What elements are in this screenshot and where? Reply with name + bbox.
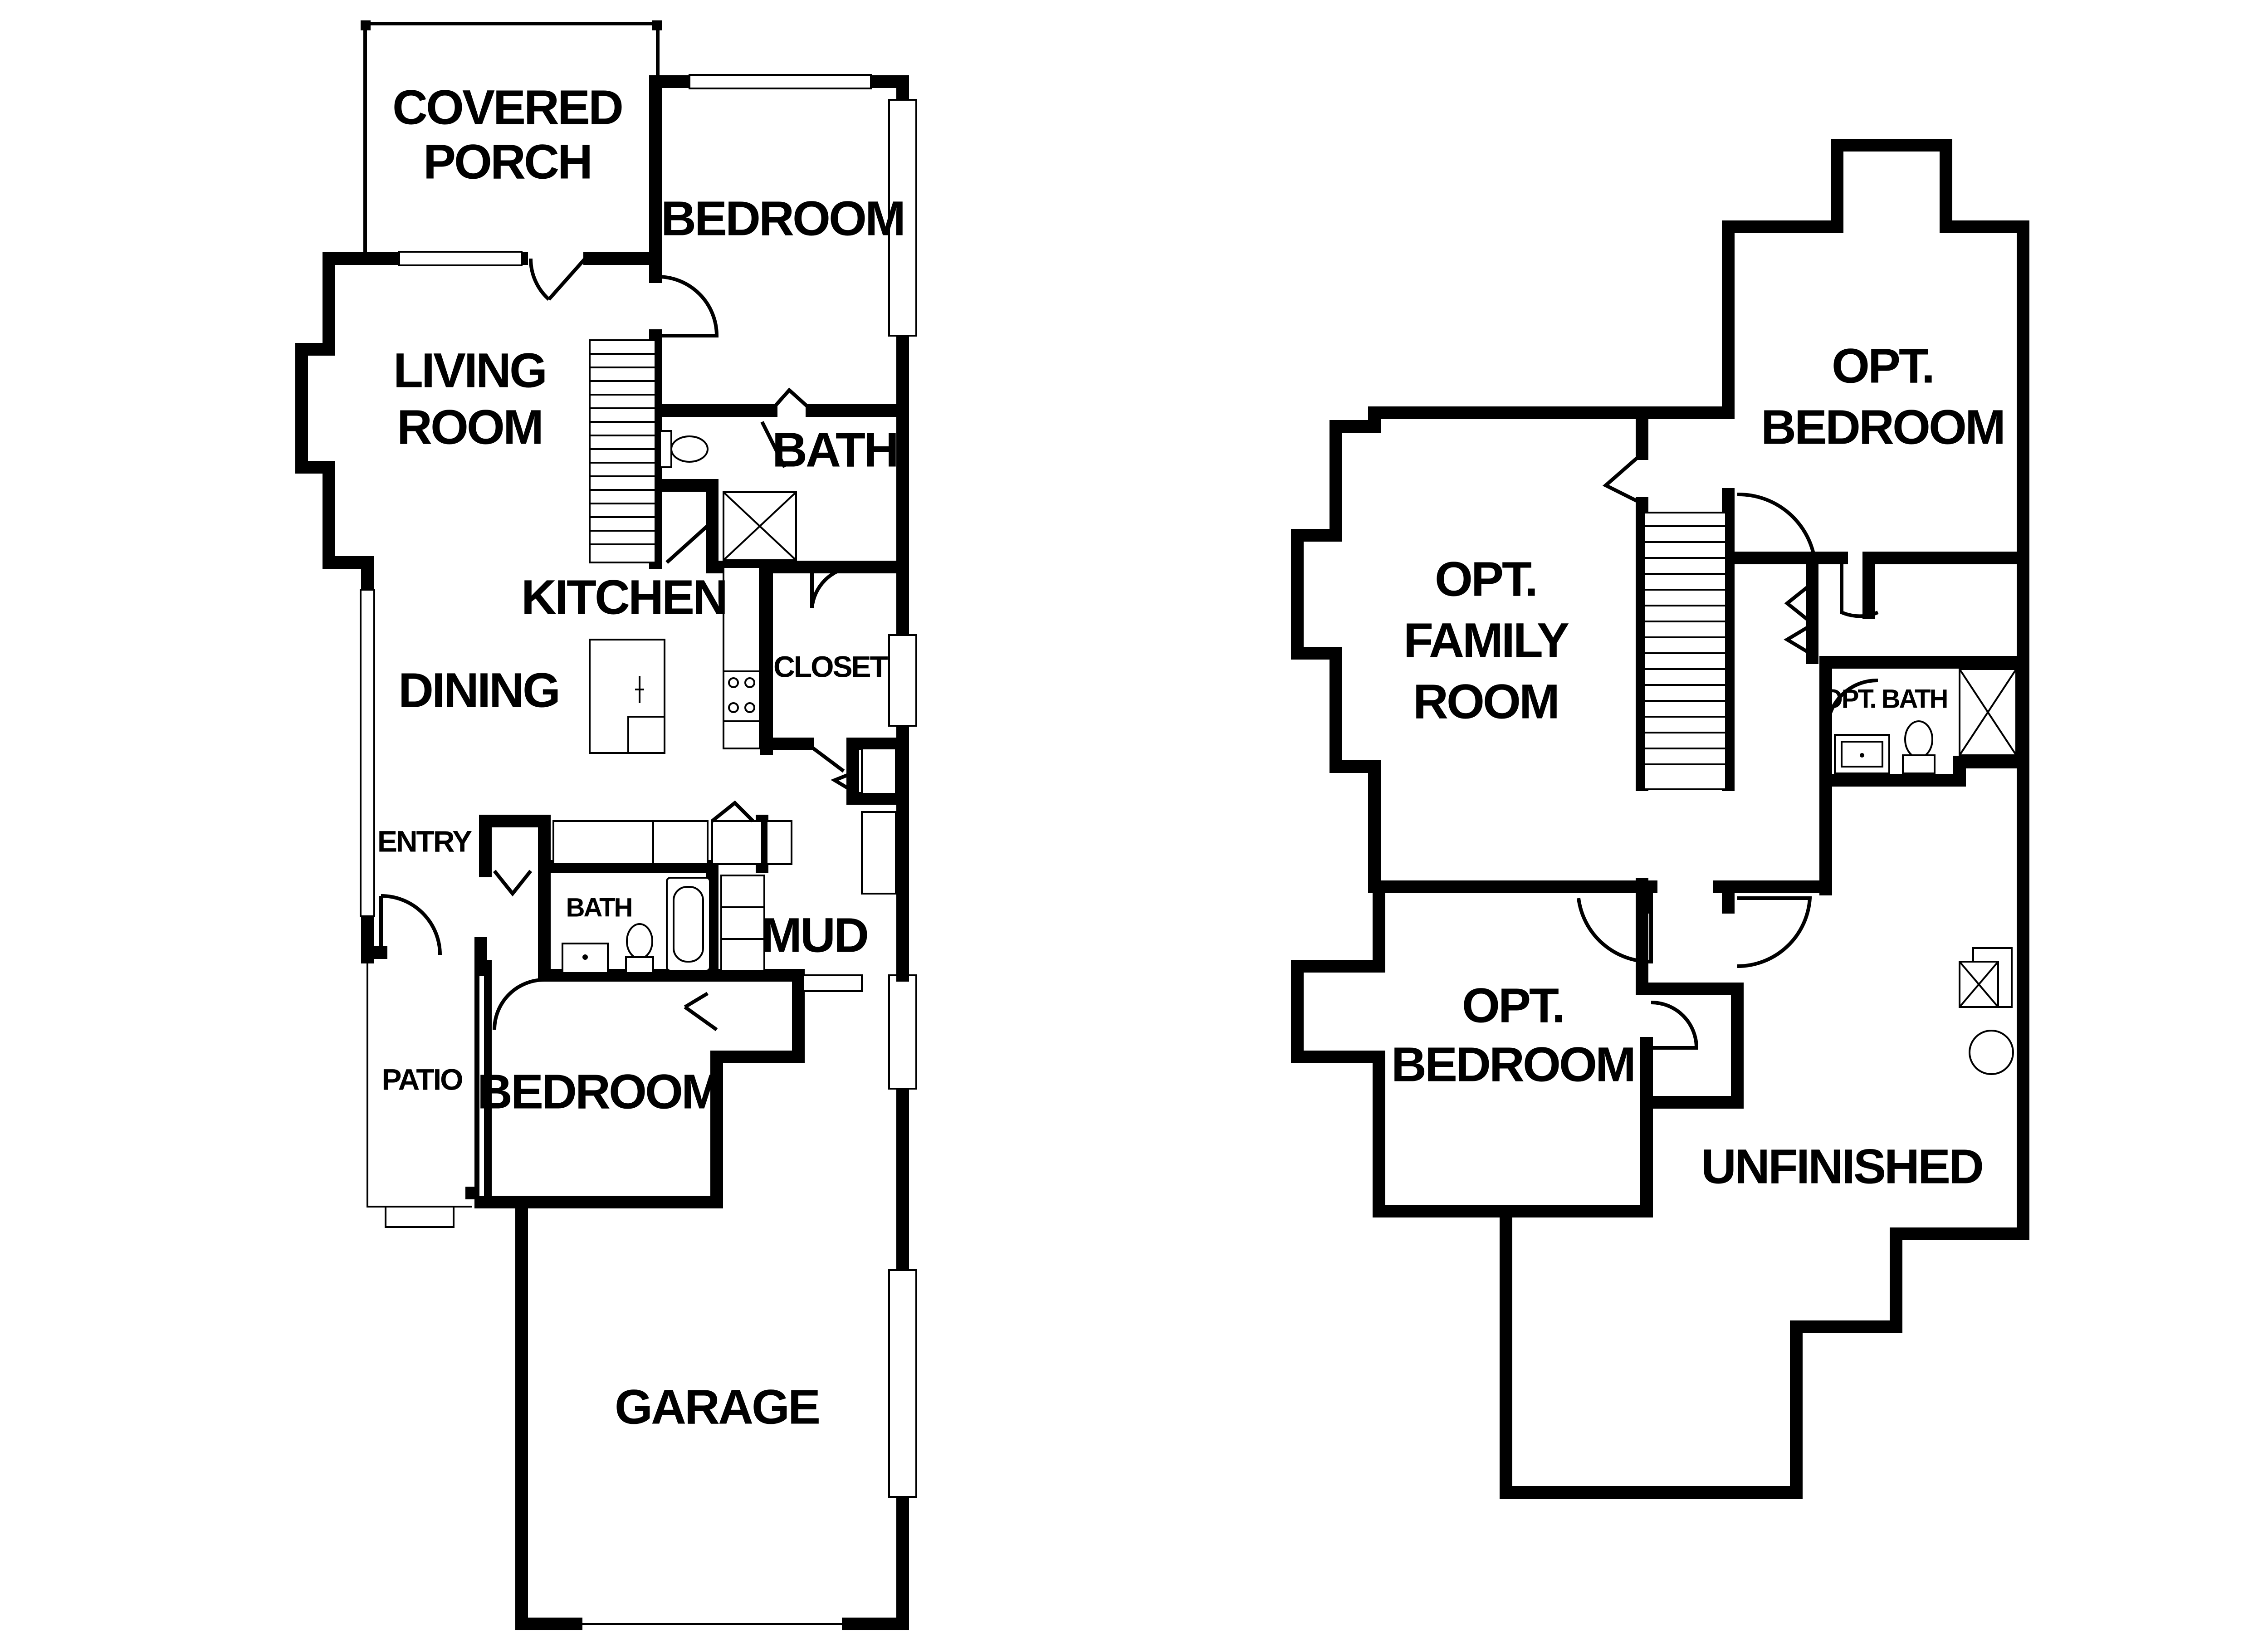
door-swing bbox=[1826, 678, 1878, 722]
door-swing bbox=[1784, 583, 1811, 655]
window bbox=[888, 99, 917, 337]
lower-interior-wall bbox=[1636, 878, 1744, 1109]
door-swing bbox=[711, 800, 754, 823]
label-kitchen: KITCHEN bbox=[521, 570, 726, 625]
entry-door-swing bbox=[379, 894, 442, 955]
label-unfinished: UNFINISHED bbox=[1701, 1139, 1982, 1194]
garage-wall bbox=[515, 1196, 723, 1630]
label-living-room: ROOM bbox=[397, 400, 542, 455]
shower-icon bbox=[723, 491, 797, 561]
label-opt-family-room: OPT. bbox=[1435, 552, 1536, 606]
door-swing bbox=[1737, 896, 1812, 968]
lower-interior-wall bbox=[1636, 406, 1735, 460]
cabinet bbox=[861, 811, 897, 895]
porch-post bbox=[361, 20, 371, 30]
door-threshold bbox=[802, 974, 863, 992]
porch-post bbox=[652, 20, 662, 30]
label-mud: MUD bbox=[761, 908, 867, 963]
door-swing bbox=[1577, 898, 1653, 964]
bathtub-icon bbox=[666, 877, 711, 972]
stove-icon bbox=[723, 670, 761, 722]
outer-wall-left bbox=[295, 252, 528, 963]
label-patio: PATIO bbox=[382, 1062, 463, 1096]
door-swing bbox=[770, 387, 813, 412]
door-swing bbox=[1602, 452, 1643, 505]
window bbox=[360, 589, 375, 917]
staircase-lower bbox=[1643, 512, 1727, 790]
window bbox=[888, 634, 917, 727]
label-bedroom-bottom: BEDROOM bbox=[477, 1064, 720, 1119]
lower-outer-wall-top bbox=[1291, 139, 2029, 893]
label-opt-family-room: ROOM bbox=[1413, 674, 1558, 729]
label-covered-porch: PORCH bbox=[423, 134, 591, 189]
cabinet bbox=[552, 820, 709, 865]
toilet-icon bbox=[670, 435, 709, 463]
cabinet bbox=[711, 820, 763, 865]
window bbox=[888, 1269, 917, 1498]
lower-floor: OPT. BEDROOM OPT. FAMILY ROOM OPT. BATH … bbox=[1291, 139, 2029, 1499]
door-swing bbox=[1840, 562, 1879, 618]
door-swing bbox=[810, 565, 853, 608]
cabinet bbox=[861, 748, 897, 795]
door-swing bbox=[760, 421, 787, 468]
door-swing bbox=[1651, 1001, 1699, 1050]
door-swing bbox=[806, 742, 845, 773]
label-garage: GARAGE bbox=[615, 1379, 819, 1434]
toilet-tank bbox=[659, 430, 672, 468]
entry-closet-wall bbox=[479, 815, 551, 877]
label-bedroom-top: BEDROOM bbox=[661, 191, 904, 246]
window bbox=[888, 974, 917, 1090]
drain-icon bbox=[582, 954, 588, 960]
shower-icon bbox=[1959, 668, 2017, 756]
label-dining: DINING bbox=[398, 663, 559, 718]
label-entry: ENTRY bbox=[377, 824, 472, 858]
covered-porch-outline bbox=[363, 22, 660, 254]
lower-interior-wall bbox=[1640, 880, 1735, 914]
label-closet: CLOSET bbox=[773, 650, 888, 683]
mud-bench bbox=[720, 875, 765, 972]
label-opt-bath: OPT. BATH bbox=[1823, 684, 1947, 714]
label-bath-top: BATH bbox=[772, 422, 897, 477]
label-opt-family-room: FAMILY bbox=[1403, 613, 1569, 668]
window bbox=[689, 74, 872, 89]
water-heater-icon bbox=[1959, 947, 2013, 1008]
toilet-icon bbox=[625, 923, 654, 974]
label-covered-porch: COVERED bbox=[392, 80, 622, 135]
door-swing bbox=[831, 769, 859, 796]
sink-icon bbox=[635, 676, 644, 703]
door-swing bbox=[528, 257, 587, 301]
drain-icon bbox=[1860, 753, 1864, 758]
patio-step bbox=[385, 1206, 455, 1228]
label-opt-bedroom-bottom: OPT. bbox=[1462, 978, 1564, 1033]
furnace-icon bbox=[1969, 1030, 2014, 1075]
door-swing bbox=[665, 520, 714, 564]
door-swing bbox=[493, 870, 533, 897]
door-swing bbox=[493, 978, 545, 1030]
label-opt-bedroom-top: OPT. bbox=[1832, 338, 1933, 393]
label-living-room: LIVING bbox=[393, 343, 546, 398]
main-floor: COVERED PORCH BEDROOM LIVING ROOM BATH K… bbox=[295, 20, 917, 1630]
door-swing bbox=[1737, 492, 1816, 558]
door-swing bbox=[684, 992, 718, 1032]
dishwasher bbox=[627, 716, 665, 754]
label-bath-small: BATH bbox=[566, 893, 632, 922]
label-opt-bedroom-top: BEDROOM bbox=[1761, 400, 2004, 455]
toilet-icon bbox=[1902, 720, 1936, 774]
bath-wall bbox=[649, 479, 719, 569]
cabinet bbox=[766, 820, 792, 865]
lower-interior-wall bbox=[1819, 756, 2029, 787]
door-swing bbox=[657, 275, 719, 337]
label-opt-bedroom-bottom: BEDROOM bbox=[1391, 1037, 1634, 1092]
window bbox=[398, 251, 523, 266]
closet-wall bbox=[710, 969, 805, 1063]
staircase-main bbox=[589, 339, 656, 563]
